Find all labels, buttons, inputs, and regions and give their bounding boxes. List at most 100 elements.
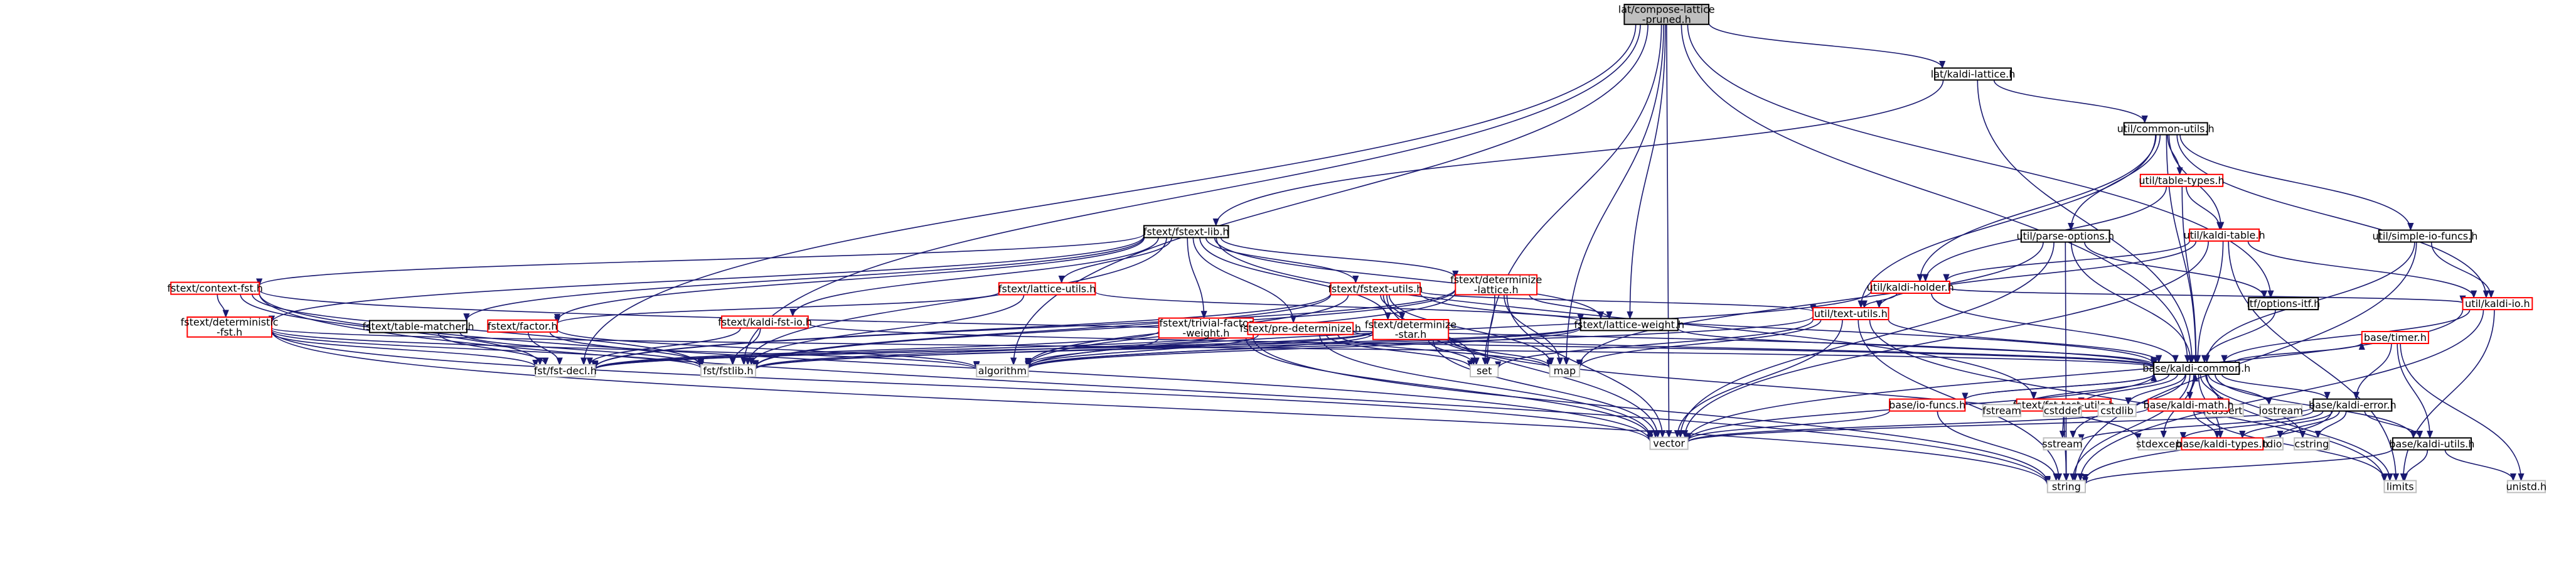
node-deterministic-fst[interactable]: fstext/deterministic-fst.h (181, 316, 279, 338)
edge-kaldi_fst_io-to-fst_decl (586, 328, 741, 366)
edge-kaldi_table-to-limits (2228, 240, 2400, 482)
edge-common_utils-to-table_types (2167, 134, 2183, 176)
node-table-matcher[interactable]: fstext/table-matcher.h (362, 320, 474, 333)
node-iostream: iostream (2259, 404, 2303, 418)
edge-timer-to-unistd (2400, 343, 2525, 482)
node-io-funcs[interactable]: base/io-funcs.h (1889, 398, 1966, 412)
edge-lattice_weight-to-algorithm (1025, 327, 1581, 370)
edge-fstext_utils-to-determinize_star (1380, 294, 1406, 321)
node-label: base/kaldi-common.h (2142, 362, 2250, 374)
edge-kaldi_common-to-kaldi_error (2221, 374, 2331, 400)
node-kaldi-common[interactable]: base/kaldi-common.h (2142, 362, 2250, 375)
edge-root-to-options_itf (1687, 24, 2274, 299)
node-kaldi-error[interactable]: base/kaldi-error.h (2309, 398, 2397, 412)
node-pre-determinize[interactable]: fstext/pre-determinize.h (1240, 321, 1361, 335)
node-kaldi-holder[interactable]: util/kaldi-holder.h (1867, 281, 1954, 294)
node-label: fstext/factor.h (488, 320, 558, 332)
node-table-types[interactable]: util/table-types.h (2139, 173, 2225, 187)
node-label: fstext/context-fst.h (167, 283, 262, 294)
node-label: lat/compose-lattice (1618, 4, 1715, 16)
node-timer[interactable]: base/timer.h (2361, 331, 2429, 344)
node-simple-io[interactable]: util/simple-io-funcs.h (2372, 229, 2477, 243)
edge-kaldi_table-to-vector (1681, 240, 2209, 438)
edge-kaldi_math-to-kaldi_common (2189, 373, 2199, 399)
node-kaldi-io[interactable]: util/kaldi-io.h (2462, 297, 2533, 311)
edge-table_types-to-kaldi_common (2181, 186, 2199, 364)
node-label: util/simple-io-funcs.h (2372, 230, 2477, 242)
node-kaldi-types[interactable]: base/kaldi-types.h (2176, 437, 2269, 451)
node-lattice-utils[interactable]: fstext/lattice-utils.h (998, 282, 1096, 296)
node-box (1455, 274, 1538, 296)
edge-fstext_utils-to-kaldi_common (1419, 293, 2157, 365)
node-determinize-lattice[interactable]: fstext/determinize-lattice.h (1450, 274, 1542, 296)
node-lattice-weight[interactable]: fstext/lattice-weight.h (1574, 318, 1684, 332)
node-box (1982, 404, 2022, 418)
edge-kaldi_common-to-timer (2234, 342, 2365, 363)
edge-options_itf-to-kaldi_common (2201, 310, 2276, 364)
node-options-itf[interactable]: itf/options-itf.h (2247, 297, 2320, 311)
edge-fstext_lib-to-table_matcher (463, 237, 1145, 321)
node-label: limits (2386, 480, 2414, 492)
node-label: unistd.h (2506, 480, 2547, 492)
edge-fstext_lib-to-determinize_lattice (1220, 237, 1459, 279)
node-kaldi-utils[interactable]: base/kaldi-utils.h (2389, 437, 2474, 451)
edge-root-to-set (1483, 24, 1662, 366)
node-determinize-star[interactable]: fstext/determinize-star.h (1365, 318, 1456, 340)
node-box (1623, 4, 1709, 25)
node-box (186, 316, 272, 338)
node-box (2361, 331, 2429, 344)
node-box (2097, 404, 2137, 418)
node-fstext-lib[interactable]: fstext/fstext-lib.h (1143, 225, 1229, 239)
node-box (1549, 364, 1581, 377)
edge-deterministic_fst-to-fstlib (271, 330, 704, 369)
node-map: map (1549, 364, 1581, 377)
edge-kaldi_error-to-kaldi_utils (2364, 411, 2424, 439)
edge-fstext_lib-to-determinize_star (1199, 237, 1391, 321)
node-limits: limits (2383, 480, 2417, 494)
node-parse-options[interactable]: util/parse-options.h (2016, 229, 2114, 243)
node-cstdlib: cstdlib (2097, 404, 2137, 418)
node-box (2189, 228, 2260, 242)
node-text-utils[interactable]: util/text-utils.h (1812, 307, 1889, 320)
node-box (2046, 480, 2087, 494)
edge-lattice_weight-to-fst_decl (592, 326, 1581, 370)
edge-pre_determinize-to-algorithm (1025, 334, 1259, 368)
edge-kaldi_error-to-cstdio (2277, 411, 2340, 439)
edge-kaldi_error-to-stdexcept (2179, 411, 2324, 440)
node-box (1470, 364, 1499, 377)
node-kaldi-math[interactable]: base/kaldi-math.h (2144, 398, 2234, 412)
edge-context_fst-to-vector (259, 293, 1654, 443)
node-kaldi-lattice[interactable]: lat/kaldi-lattice.h (1931, 67, 2016, 81)
node-trivial-factor[interactable]: fstext/trivial-factor-weight.h (1158, 317, 1254, 339)
edge-pre_determinize-to-fst_decl (592, 331, 1249, 370)
edge-determinize_lattice-to-vector (1506, 294, 1666, 438)
node-common-utils[interactable]: util/common-utils.h (2117, 122, 2215, 136)
edge-trivial_factor-to-fst_decl (592, 330, 1160, 370)
node-context-fst[interactable]: fstext/context-fst.h (167, 281, 263, 295)
node-kaldi-fst-io[interactable]: fstext/kaldi-fst-io.h (718, 315, 812, 329)
edge-determinize_lattice-to-fstlib (752, 289, 1456, 369)
edge-root-to-fstlib (740, 24, 1641, 366)
edge-kaldi_fst_io-to-fstlib (729, 328, 761, 366)
node-cstring: cstring (2294, 437, 2330, 451)
node-box (2153, 362, 2240, 375)
node-label: fstext/fstext-lib.h (1143, 225, 1229, 237)
node-label: fstext/deterministic (181, 316, 279, 328)
node-fstream: fstream (1982, 404, 2022, 418)
node-label: -star.h (1395, 328, 1427, 340)
node-label: fst/fst-decl.h (534, 365, 597, 377)
edge-context_fst-to-deterministic_fst (216, 294, 229, 318)
edge-lattice_weight-to-kaldi_common (1677, 328, 2157, 366)
node-label: base/kaldi-math.h (2144, 399, 2234, 411)
node-label: base/timer.h (2364, 332, 2427, 343)
edge-determinize_lattice-to-fst_decl (592, 288, 1456, 369)
node-root[interactable]: lat/compose-lattice-pruned.h (1618, 4, 1715, 26)
node-factor[interactable]: fstext/factor.h (487, 319, 558, 333)
edge-determinize_lattice-to-map (1504, 294, 1563, 366)
edge-fstext_lib-to-kaldi_fst_io (789, 237, 1159, 317)
node-fstext-utils[interactable]: fstext/fstext-utils.h (1328, 282, 1423, 296)
node-label: util/kaldi-table.h (2184, 229, 2265, 241)
edge-kaldi_error-to-cstring (2314, 411, 2347, 439)
node-kaldi-table[interactable]: util/kaldi-table.h (2184, 228, 2265, 242)
edge-kaldi_lattice-to-kaldi_common (1977, 80, 2196, 364)
